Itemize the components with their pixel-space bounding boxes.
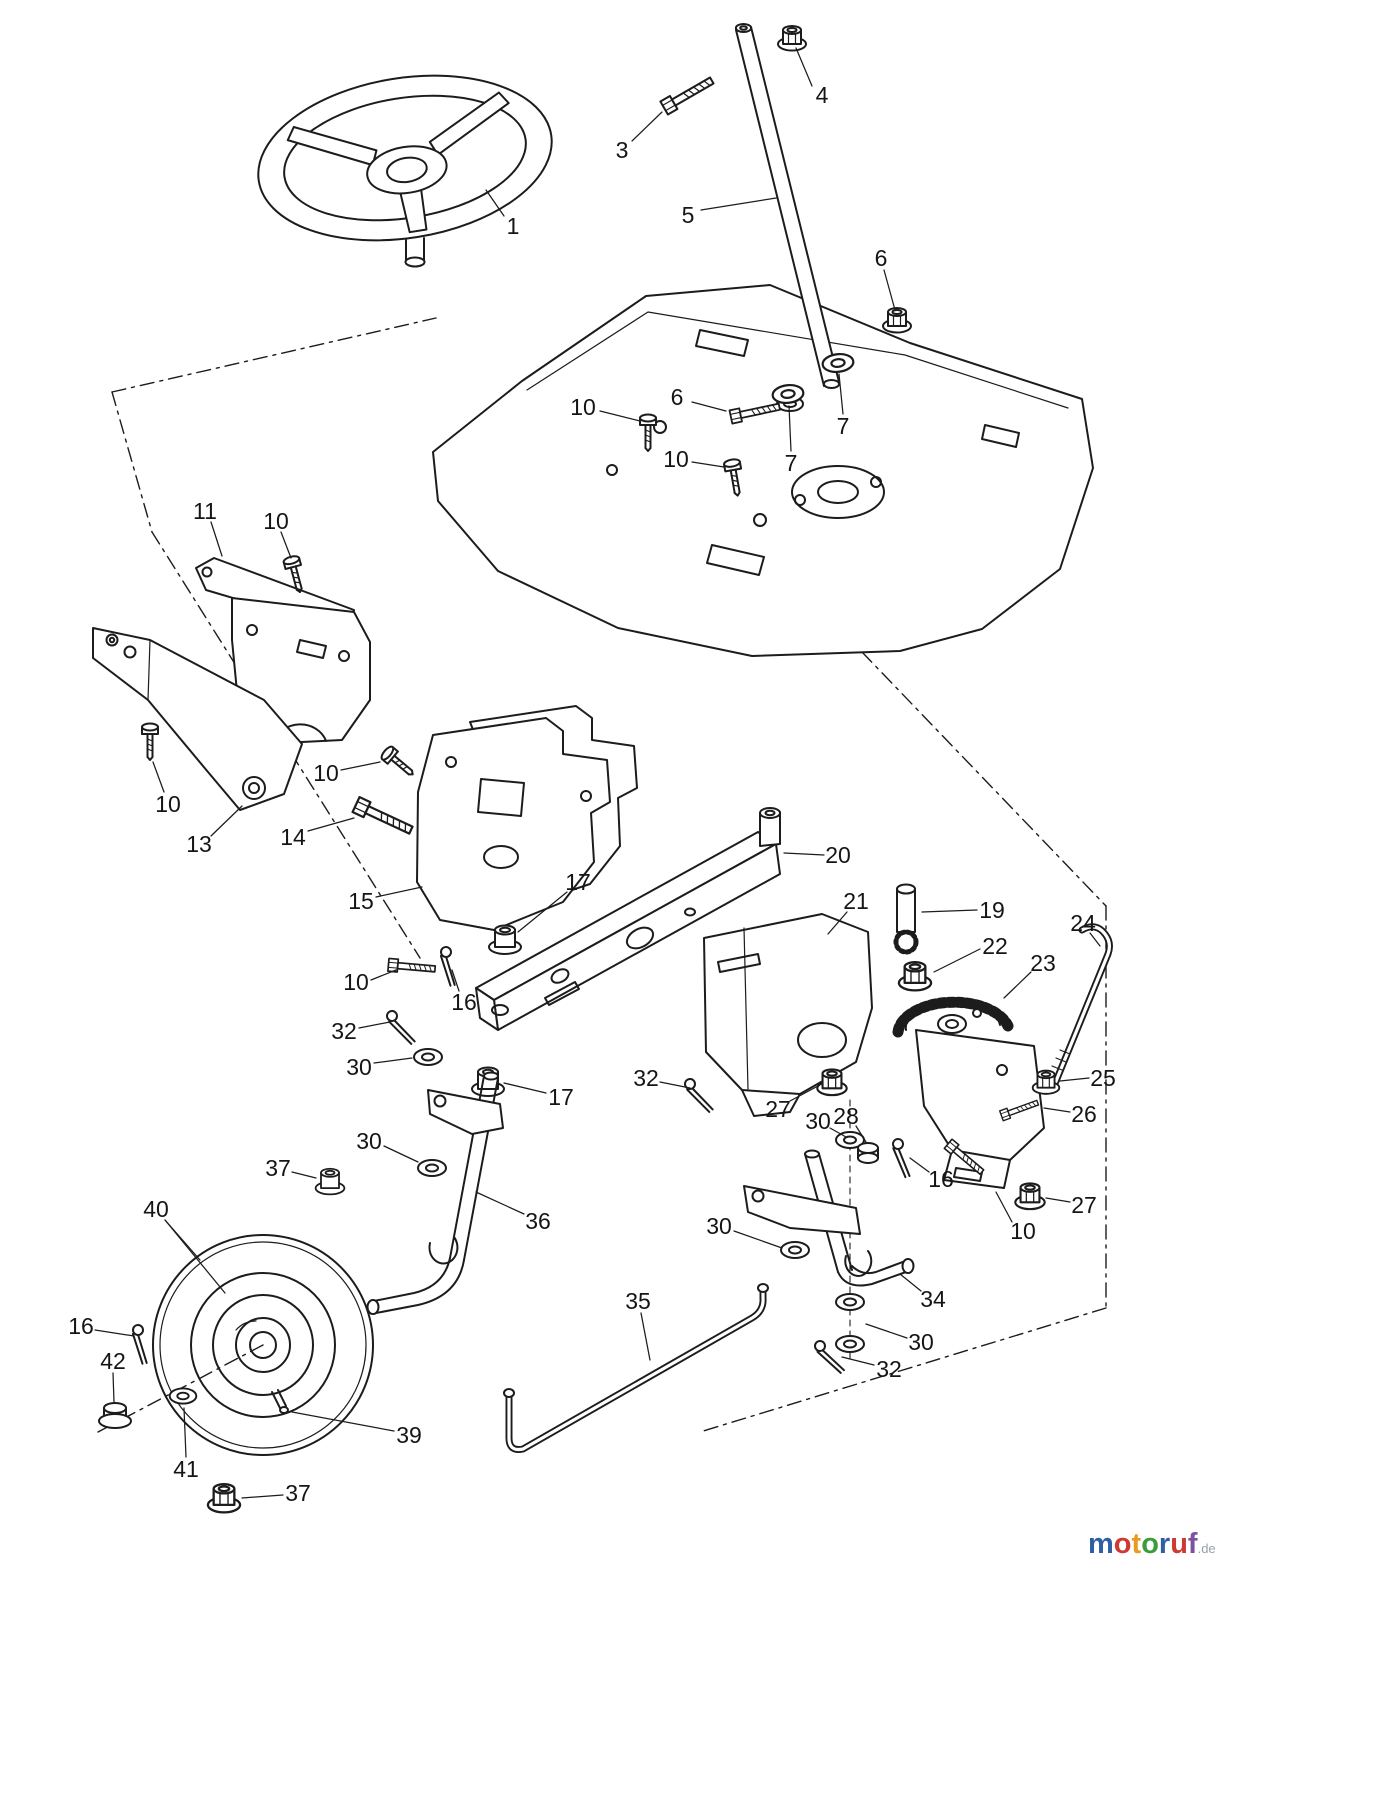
svg-text:32: 32	[633, 1065, 659, 1091]
svg-text:6: 6	[671, 384, 684, 410]
nut-27-b	[1014, 1182, 1046, 1211]
svg-text:13: 13	[186, 831, 212, 857]
steering-wheel	[257, 74, 553, 242]
svg-text:30: 30	[805, 1108, 831, 1134]
watermark: motoruf.de	[1088, 1528, 1216, 1561]
svg-text:10: 10	[663, 446, 689, 472]
svg-text:41: 41	[173, 1456, 199, 1482]
bolt-3	[659, 73, 717, 116]
cotter-32-a	[382, 1009, 420, 1046]
steering-shaft	[734, 23, 841, 389]
nut-37-b	[206, 1483, 242, 1514]
chassis-body-panel	[432, 284, 1094, 657]
svg-text:10: 10	[155, 791, 181, 817]
svg-text:27: 27	[1071, 1192, 1097, 1218]
bracket-21	[703, 913, 873, 1117]
svg-text:37: 37	[285, 1480, 311, 1506]
nut-4	[777, 25, 807, 52]
svg-text:22: 22	[982, 933, 1008, 959]
spindle-36	[366, 1071, 504, 1315]
rod-24	[1050, 923, 1113, 1090]
cap-nut-42	[98, 1402, 132, 1429]
svg-text:14: 14	[280, 824, 306, 850]
svg-text:17: 17	[548, 1084, 574, 1110]
svg-text:7: 7	[837, 413, 850, 439]
screw-10-e	[378, 743, 419, 782]
screw-10-d	[141, 722, 159, 761]
svg-text:25: 25	[1090, 1065, 1116, 1091]
bracket-13	[92, 627, 303, 811]
washer-41	[168, 1387, 198, 1405]
svg-text:16: 16	[68, 1313, 94, 1339]
svg-text:15: 15	[348, 888, 374, 914]
svg-text:32: 32	[876, 1356, 902, 1382]
bushing-17-b	[471, 1066, 505, 1097]
svg-text:21: 21	[843, 888, 869, 914]
svg-text:11: 11	[193, 498, 217, 524]
spacer-28	[857, 1142, 879, 1164]
tie-rod-35	[503, 1283, 769, 1453]
svg-text:26: 26	[1071, 1101, 1097, 1127]
svg-text:20: 20	[825, 842, 851, 868]
spindle-34	[743, 1149, 915, 1287]
cotter-16-b	[880, 1136, 925, 1180]
svg-text:4: 4	[816, 82, 829, 108]
svg-text:17: 17	[565, 869, 591, 895]
svg-text:37: 37	[265, 1155, 291, 1181]
svg-text:19: 19	[979, 897, 1005, 923]
steering-sector-23	[892, 996, 1045, 1189]
svg-text:1: 1	[507, 213, 520, 239]
watermark-letters: motoruf	[1088, 1528, 1198, 1560]
washer-30-b	[417, 1159, 447, 1177]
steering-wheel-stub	[404, 237, 426, 268]
nut-22	[897, 961, 933, 992]
svg-text:7: 7	[785, 450, 798, 476]
washer-30-a	[413, 1048, 443, 1066]
svg-text:6: 6	[875, 245, 888, 271]
bolt-10-g	[387, 957, 437, 977]
washer-30-f	[835, 1335, 865, 1353]
svg-text:3: 3	[616, 137, 629, 163]
svg-text:30: 30	[908, 1329, 934, 1355]
svg-text:10: 10	[313, 760, 339, 786]
bolt-14	[351, 795, 416, 839]
svg-text:16: 16	[451, 989, 477, 1015]
svg-text:10: 10	[343, 969, 369, 995]
svg-text:40: 40	[143, 1196, 169, 1222]
svg-text:30: 30	[356, 1128, 382, 1154]
washer-30-d	[780, 1241, 810, 1259]
svg-text:5: 5	[682, 202, 695, 228]
bushing-37-a	[314, 1167, 346, 1196]
svg-text:10: 10	[263, 508, 289, 534]
front-axle-20	[475, 807, 781, 1031]
svg-text:24: 24	[1070, 910, 1096, 936]
svg-text:16: 16	[928, 1166, 954, 1192]
svg-text:32: 32	[331, 1018, 357, 1044]
svg-text:30: 30	[706, 1213, 732, 1239]
watermark-suffix: .de	[1197, 1541, 1216, 1556]
svg-text:42: 42	[100, 1348, 126, 1374]
svg-text:35: 35	[625, 1288, 651, 1314]
svg-text:10: 10	[570, 394, 596, 420]
svg-text:30: 30	[346, 1054, 372, 1080]
washer-30-e	[835, 1293, 865, 1311]
svg-text:23: 23	[1030, 950, 1056, 976]
svg-text:39: 39	[396, 1422, 422, 1448]
cotter-32-b	[680, 1077, 718, 1114]
nut-27-a	[816, 1068, 848, 1097]
svg-text:34: 34	[920, 1286, 946, 1312]
svg-text:28: 28	[833, 1103, 859, 1129]
nut-25	[1031, 1069, 1061, 1095]
svg-text:36: 36	[525, 1208, 551, 1234]
svg-text:27: 27	[765, 1096, 791, 1122]
nut-6-upper	[882, 307, 912, 334]
support-plate-15	[416, 717, 611, 931]
svg-text:10: 10	[1010, 1218, 1036, 1244]
gear-pin-19	[893, 883, 919, 955]
